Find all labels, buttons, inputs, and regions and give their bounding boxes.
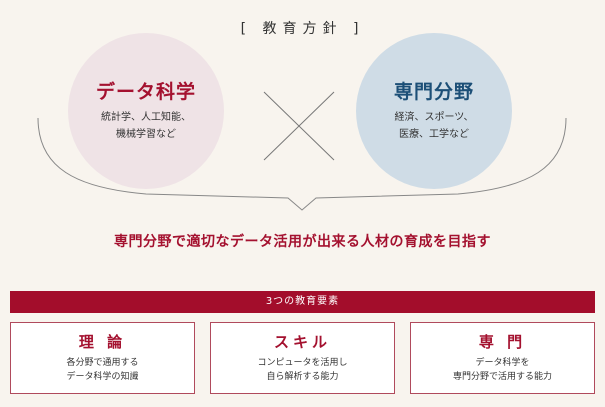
- data-science-desc-line1: 統計学、人工知能、: [101, 112, 191, 123]
- card-specialty-title: 専 門: [478, 333, 527, 351]
- brace-connector: [37, 118, 567, 211]
- data-science-desc: 統計学、人工知能、 機械学習など: [68, 109, 224, 143]
- card-skill-title: スキル: [273, 333, 331, 351]
- cross-icon: [263, 91, 335, 161]
- card-specialty-line1: データ科学を: [475, 358, 530, 368]
- card-skill-desc: コンピュータを活用し 自ら解析する能力: [211, 356, 394, 384]
- data-science-desc-line2: 機械学習など: [116, 129, 176, 140]
- card-skill-line2: 自ら解析する能力: [266, 372, 339, 382]
- card-theory: 理 論 各分野で通用する データ科学の知識: [10, 322, 195, 394]
- card-specialty-desc: データ科学を 専門分野で活用する能力: [411, 356, 594, 384]
- card-theory-title: 理 論: [78, 333, 127, 351]
- card-theory-desc: 各分野で通用する データ科学の知識: [11, 356, 194, 384]
- goal-statement: 専門分野で適切なデータ活用が出来る人材の育成を目指す: [114, 234, 491, 250]
- card-theory-line2: データ科学の知識: [66, 372, 139, 382]
- policy-heading: [ 教育方針 ]: [240, 21, 365, 37]
- policy-diagram: データ科学 統計学、人工知能、 機械学習など 専門分野 経済、スポーツ、 医療、…: [37, 33, 567, 211]
- specialty-desc-line2: 医療、工学など: [399, 129, 469, 140]
- specialty-desc: 経済、スポーツ、 医療、工学など: [356, 109, 512, 143]
- card-skill: スキル コンピュータを活用し 自ら解析する能力: [210, 322, 395, 394]
- card-specialty-line2: 専門分野で活用する能力: [452, 372, 552, 382]
- card-theory-line1: 各分野で通用する: [66, 358, 139, 368]
- data-science-title: データ科学: [95, 81, 196, 103]
- elements-banner: 3つの教育要素: [10, 291, 595, 313]
- specialty-title: 専門分野: [393, 81, 474, 103]
- specialty-desc-line1: 経済、スポーツ、: [394, 112, 474, 123]
- card-specialty: 専 門 データ科学を 専門分野で活用する能力: [410, 322, 595, 394]
- specialty-circle: 専門分野 経済、スポーツ、 医療、工学など: [356, 33, 512, 189]
- data-science-circle: データ科学 統計学、人工知能、 機械学習など: [68, 33, 224, 189]
- card-skill-line1: コンピュータを活用し: [257, 358, 348, 368]
